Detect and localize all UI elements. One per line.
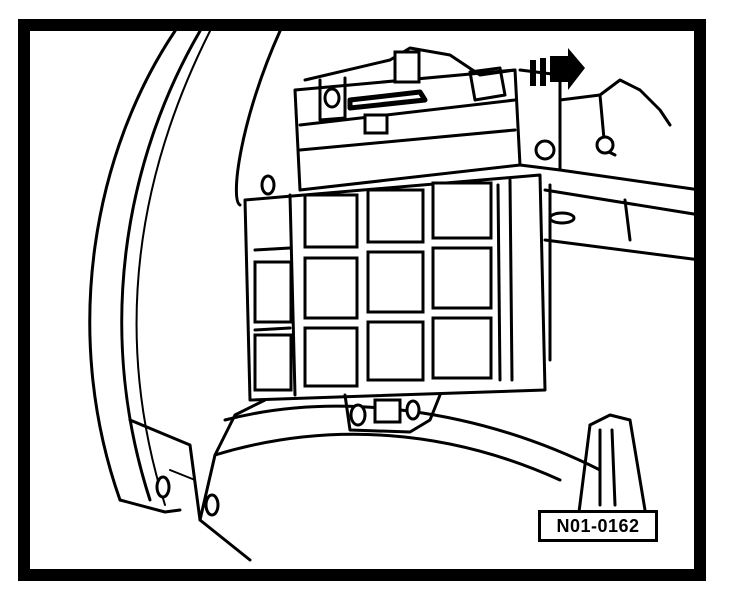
arrow-right-icon [530, 48, 585, 90]
body-panel-arc [88, 29, 282, 514]
mounting-tab [343, 393, 442, 434]
side-rail [518, 68, 702, 362]
support-post [576, 413, 647, 522]
figure-reference-code: N01-0162 [538, 510, 658, 542]
mounting-bracket [293, 46, 522, 192]
figure-frame [18, 19, 706, 581]
floor-panel [128, 174, 602, 562]
control-module [243, 173, 547, 402]
